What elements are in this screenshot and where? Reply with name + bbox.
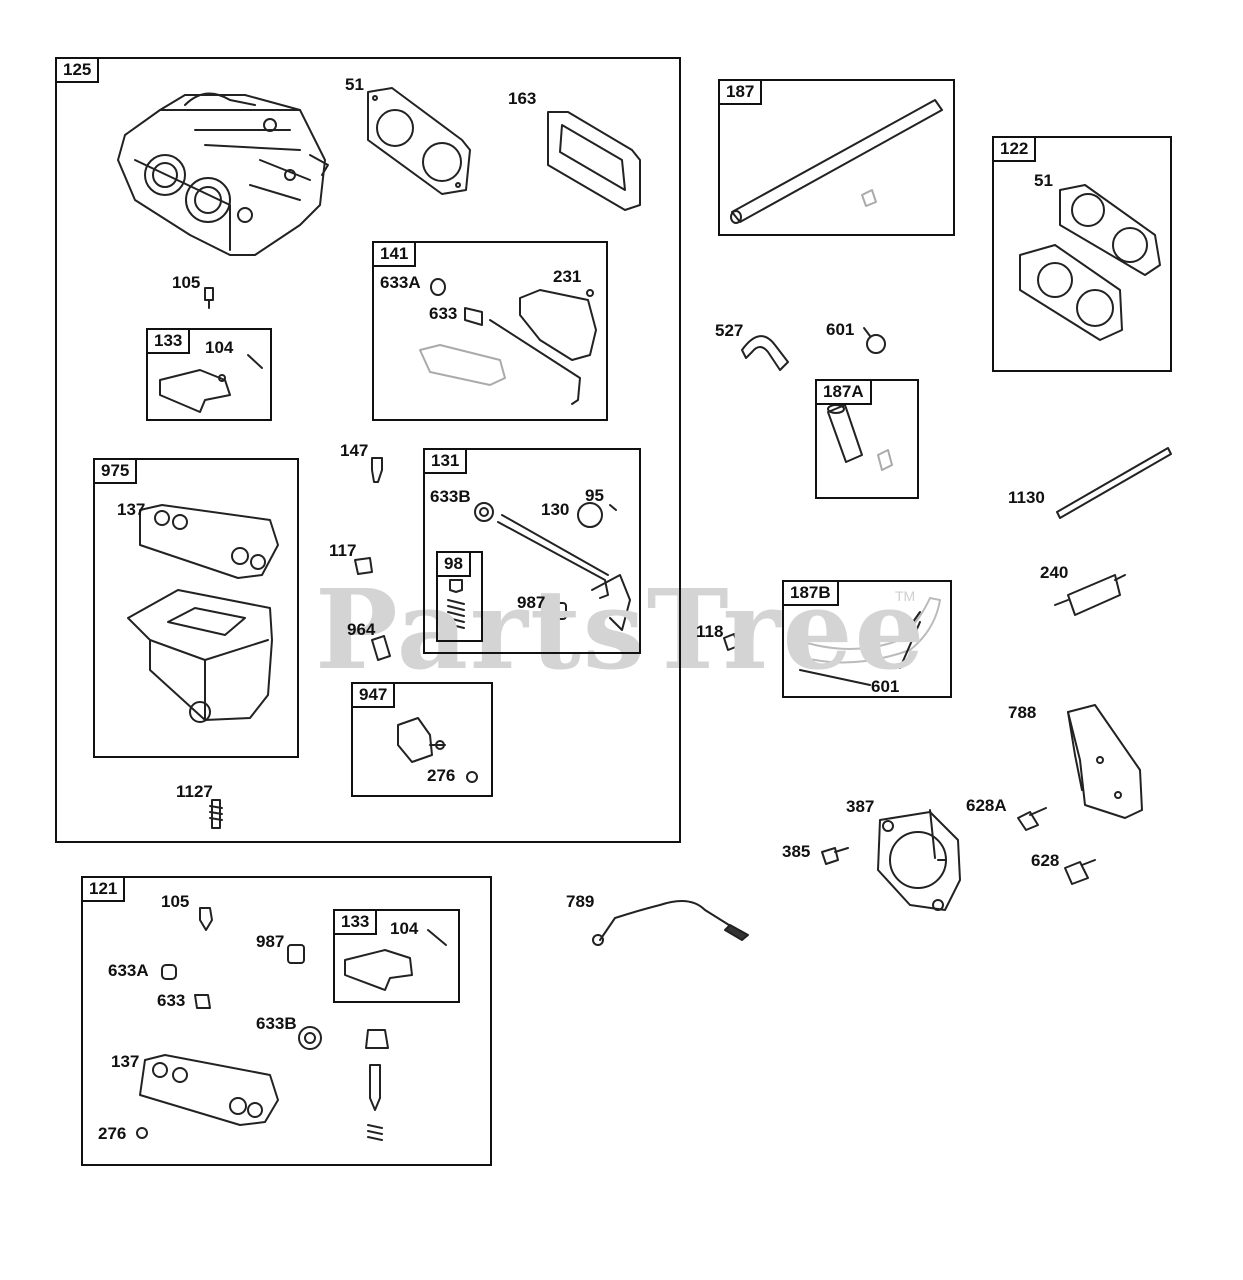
hose-187B-drawing (794, 597, 941, 686)
watermark-trademark: TM (895, 588, 916, 604)
part-601-label[interactable]: 601 (826, 320, 855, 339)
group-121: 121 (81, 876, 492, 1166)
part-163-label[interactable]: 163 (508, 89, 537, 108)
bolt-628-drawing (1064, 859, 1096, 885)
fitting-118-drawing (723, 633, 739, 651)
kit-121-parts-drawing (136, 907, 447, 1141)
part-601-hose-label[interactable]: 601 (871, 677, 900, 696)
group-98-label[interactable]: 98 (438, 553, 471, 577)
kit-part-276-label[interactable]: 276 (98, 1124, 127, 1143)
group-131-label[interactable]: 131 (425, 450, 468, 474)
bracket-788-drawing (1067, 704, 1143, 819)
fuel-line-187-drawing (730, 99, 943, 224)
group-187B: 187B (782, 580, 952, 698)
part-1130-label[interactable]: 1130 (1008, 488, 1045, 507)
part-633A-label[interactable]: 633A (380, 273, 421, 292)
part-137-label[interactable]: 137 (117, 500, 146, 519)
part-385-label[interactable]: 385 (782, 842, 811, 861)
fuel-line-1130-drawing (1056, 447, 1172, 519)
fuel-pump-387-drawing (877, 809, 961, 911)
kit-part-137-label[interactable]: 137 (111, 1052, 140, 1071)
part-964-label[interactable]: 964 (347, 620, 376, 639)
part-51-label[interactable]: 51 (345, 75, 364, 94)
group-187-label[interactable]: 187 (720, 81, 763, 105)
kit-part-633B-label[interactable]: 633B (256, 1014, 297, 1033)
group-121-label[interactable]: 121 (83, 878, 126, 902)
part-104-label[interactable]: 104 (205, 338, 234, 357)
gasket-spacer-122-drawing (1019, 184, 1161, 341)
group-122-label[interactable]: 122 (994, 138, 1037, 162)
group-187: 187 (718, 79, 955, 236)
kit-part-633-label[interactable]: 633 (157, 991, 186, 1010)
part-231-label[interactable]: 231 (553, 267, 582, 286)
group-947: 947 (351, 682, 493, 797)
kit-part-104-label[interactable]: 104 (390, 919, 419, 938)
part-240-label[interactable]: 240 (1040, 563, 1069, 582)
clip-601-drawing (863, 327, 886, 354)
part-51-spacer-label[interactable]: 51 (1034, 171, 1053, 190)
fuel-filter-240-drawing (1054, 574, 1126, 616)
group-975: 975 (93, 458, 299, 758)
kit-part-633A-label[interactable]: 633A (108, 961, 149, 980)
part-130-label[interactable]: 130 (541, 500, 570, 519)
float-133-drawing (159, 354, 263, 413)
part-633B-label[interactable]: 633B (430, 487, 471, 506)
group-133-lower-label[interactable]: 133 (335, 911, 378, 935)
part-118-label[interactable]: 118 (696, 622, 724, 641)
group-141-label[interactable]: 141 (374, 243, 417, 267)
group-131: 131 (423, 448, 641, 654)
kit-part-987-label[interactable]: 987 (256, 932, 285, 951)
part-387-label[interactable]: 387 (846, 797, 875, 816)
sleeve-964-drawing (371, 635, 391, 661)
part-147-label[interactable]: 147 (340, 441, 369, 460)
screw-385-drawing (821, 847, 849, 865)
gasket-51-drawing (367, 87, 471, 195)
group-125-label[interactable]: 125 (57, 59, 100, 83)
bolt-628A-drawing (1017, 807, 1047, 831)
group-947-label[interactable]: 947 (353, 684, 396, 708)
fuel-line-187A-drawing (827, 404, 893, 471)
screw-1127-drawing (209, 799, 223, 829)
throttle-shaft-131-drawing (474, 502, 631, 631)
part-633-label[interactable]: 633 (429, 304, 458, 323)
part-987-label[interactable]: 987 (517, 593, 546, 612)
gasket-163-drawing (547, 111, 641, 211)
part-788-label[interactable]: 788 (1008, 703, 1037, 722)
part-628A-label[interactable]: 628A (966, 796, 1007, 815)
float-bowl-975-drawing (127, 504, 279, 723)
part-276-label[interactable]: 276 (427, 766, 456, 785)
group-133-upper-label[interactable]: 133 (148, 330, 191, 354)
group-122: 122 (992, 136, 1172, 372)
group-187A: 187A (815, 379, 919, 499)
carburetor-body-drawing (117, 92, 329, 256)
jet-105-drawing (204, 287, 214, 309)
wire-789-drawing (592, 900, 749, 946)
group-141: 141 (372, 241, 608, 421)
seat-117-drawing (354, 557, 373, 575)
group-133-upper: 133 (146, 328, 272, 421)
screw-spring-98-drawing (447, 579, 465, 629)
group-98: 98 (436, 551, 483, 642)
kit-part-105-label[interactable]: 105 (161, 892, 190, 911)
solenoid-947-drawing (397, 717, 478, 783)
part-527-label[interactable]: 527 (715, 321, 744, 340)
part-1127-label[interactable]: 1127 (176, 782, 213, 801)
group-133-lower: 133 (333, 909, 460, 1003)
group-125: 125 (55, 57, 681, 843)
part-117-label[interactable]: 117 (329, 541, 357, 560)
part-95-label[interactable]: 95 (585, 486, 604, 505)
clamp-527-drawing (741, 335, 789, 371)
part-789-label[interactable]: 789 (566, 892, 595, 911)
part-105-label[interactable]: 105 (172, 273, 201, 292)
group-187B-label[interactable]: 187B (784, 582, 839, 606)
group-975-label[interactable]: 975 (95, 460, 138, 484)
throttle-plate-141-drawing (419, 278, 597, 405)
needle-147-drawing (371, 457, 383, 483)
part-628-label[interactable]: 628 (1031, 851, 1060, 870)
group-187A-label[interactable]: 187A (817, 381, 872, 405)
